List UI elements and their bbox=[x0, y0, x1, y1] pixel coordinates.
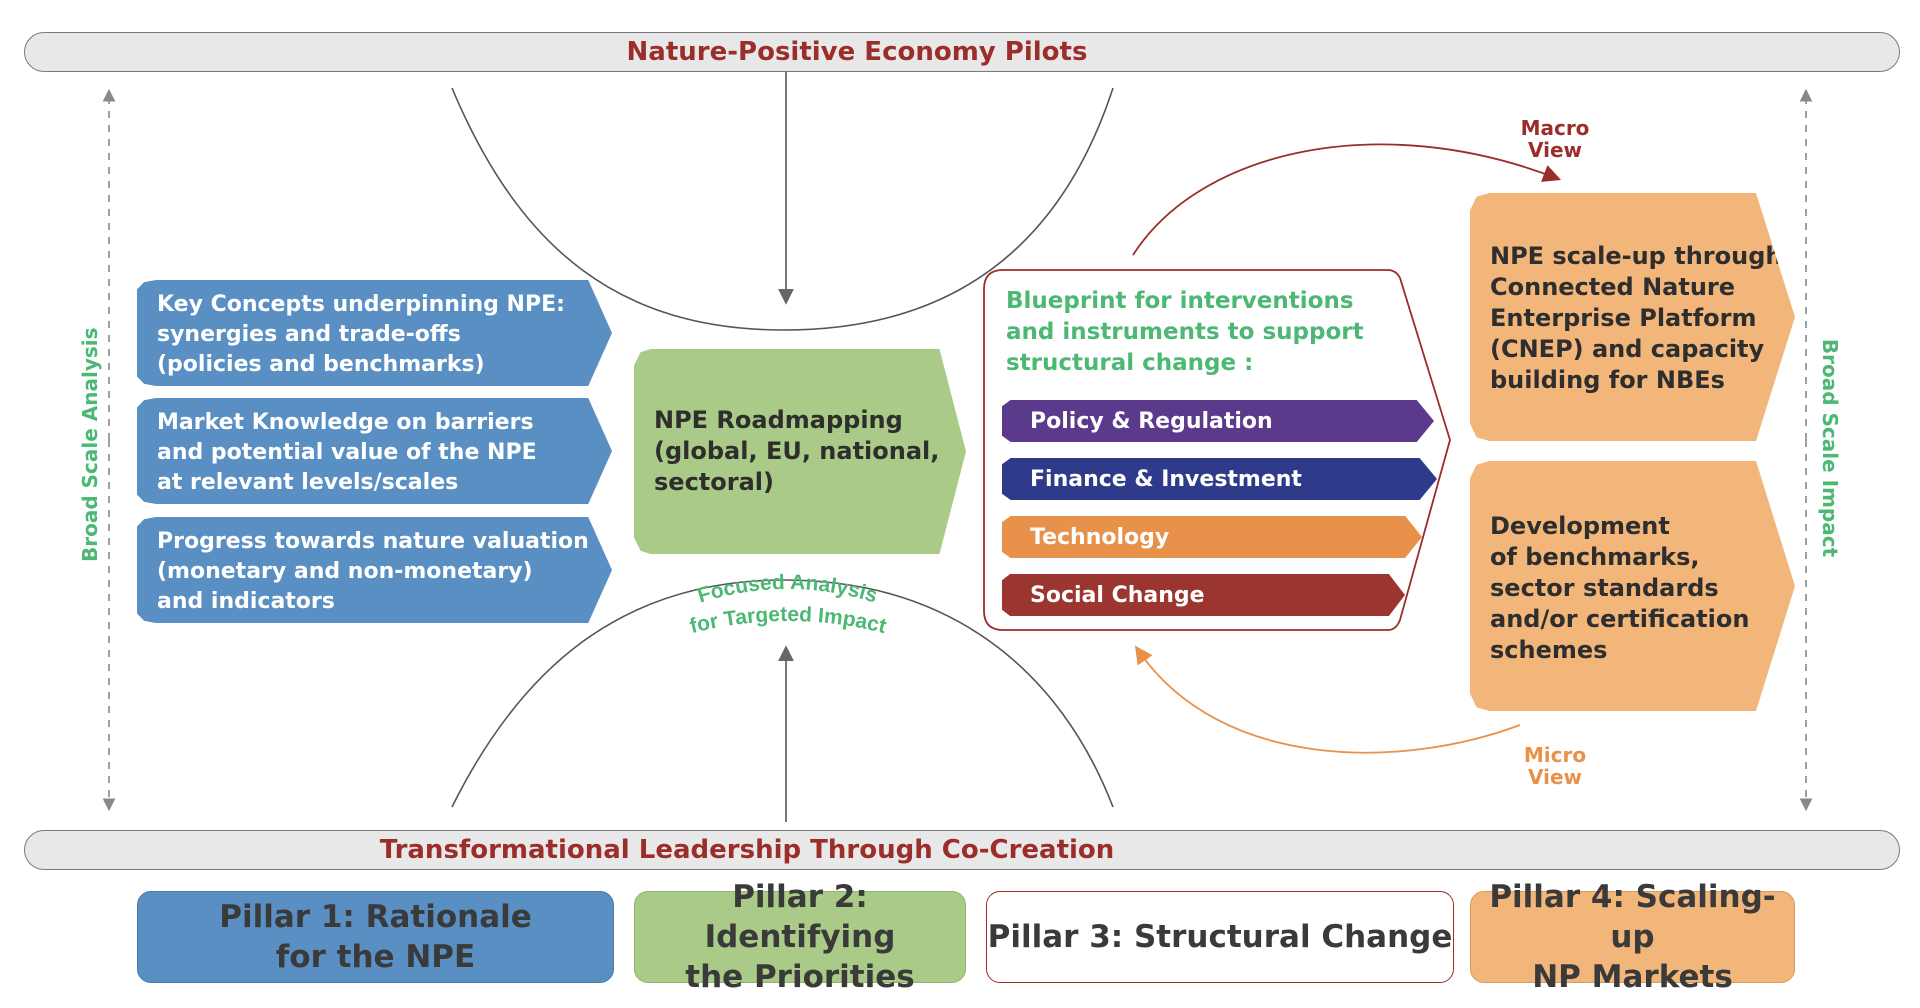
micro-view-label: Micro View bbox=[1523, 743, 1587, 789]
social-change-tag: Social Change bbox=[1002, 574, 1405, 616]
policy-regulation-label: Policy & Regulation bbox=[1030, 408, 1273, 434]
funnel-top-curve bbox=[451, 87, 1114, 331]
macro-view-arc bbox=[1132, 143, 1562, 256]
svg-text:for Targeted Impact: for Targeted Impact bbox=[687, 603, 888, 638]
finance-investment-label: Finance & Investment bbox=[1030, 466, 1302, 492]
pillar-2-label: Pillar 2: Identifying the Priorities bbox=[685, 879, 915, 995]
focused-analysis-line1: Focused Analysis bbox=[695, 571, 880, 608]
benchmarks-standards-box: Development of benchmarks, sector standa… bbox=[1470, 461, 1795, 711]
blueprint-title: Blueprint for interventions and instrume… bbox=[1006, 288, 1364, 376]
finance-investment-tag: Finance & Investment bbox=[1002, 458, 1437, 500]
macro-view-label: Macro View bbox=[1520, 116, 1590, 162]
broad-scale-analysis-label: Broad Scale Analysis bbox=[78, 327, 102, 562]
micro-view-arc bbox=[1134, 645, 1521, 754]
focused-analysis-line2: for Targeted Impact bbox=[687, 603, 888, 638]
technology-label: Technology bbox=[1030, 524, 1170, 550]
top-bar: Nature-Positive Economy Pilots bbox=[24, 32, 1900, 72]
broad-scale-impact-label: Broad Scale Impact bbox=[1818, 338, 1842, 558]
bottom-bar-label: Transformational Leadership Through Co-C… bbox=[379, 835, 1115, 865]
technology-tag: Technology bbox=[1002, 516, 1422, 558]
pillar-4-box: Pillar 4: Scaling-up NP Markets bbox=[1470, 879, 1795, 995]
pillar-3-label: Pillar 3: Structural Change bbox=[987, 919, 1453, 955]
bottom-bar: Transformational Leadership Through Co-C… bbox=[24, 830, 1900, 870]
funnel-bottom-curve bbox=[451, 579, 1114, 808]
social-change-label: Social Change bbox=[1030, 582, 1205, 608]
npe-roadmapping-box: NPE Roadmapping (global, EU, national, s… bbox=[634, 349, 966, 554]
market-knowledge-box: Market Knowledge on barriers and potenti… bbox=[137, 398, 612, 504]
npe-scale-up-box: NPE scale-up through Connected Nature En… bbox=[1470, 193, 1795, 441]
policy-regulation-tag: Policy & Regulation bbox=[1002, 400, 1434, 442]
pillar-2-box: Pillar 2: Identifying the Priorities bbox=[634, 879, 966, 995]
nature-valuation-box: Progress towards nature valuation (monet… bbox=[137, 517, 612, 623]
pillar-4-label: Pillar 4: Scaling-up NP Markets bbox=[1489, 879, 1776, 995]
svg-text:Focused Analysis: Focused Analysis bbox=[695, 571, 880, 608]
focused-analysis-label: Focused Analysis for Targeted Impact bbox=[687, 571, 888, 638]
pillar-1-box: Pillar 1: Rationale for the NPE bbox=[137, 891, 614, 983]
pillar-3-box: Pillar 3: Structural Change bbox=[986, 891, 1454, 983]
pillar-1-label: Pillar 1: Rationale for the NPE bbox=[219, 899, 532, 975]
top-bar-label: Nature-Positive Economy Pilots bbox=[626, 37, 1088, 67]
key-concepts-box: Key Concepts underpinning NPE: synergies… bbox=[137, 280, 612, 386]
